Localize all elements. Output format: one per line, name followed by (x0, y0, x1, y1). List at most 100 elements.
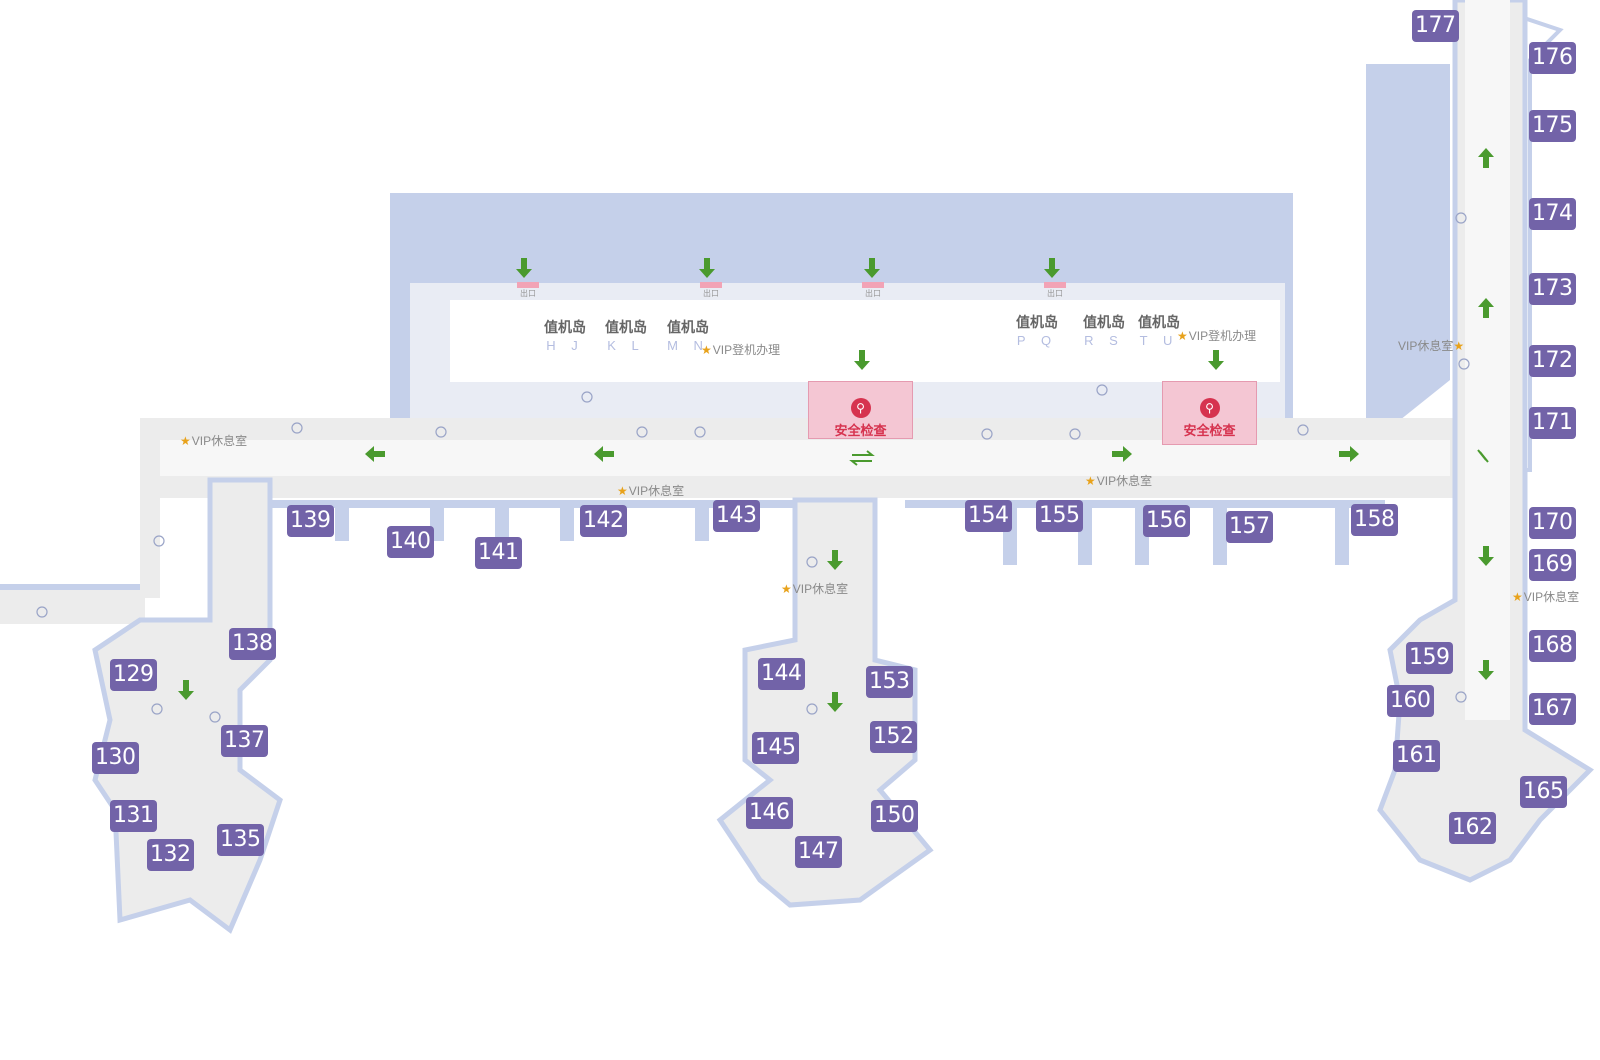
gate-150[interactable]: 150 (871, 800, 918, 832)
security-icon: ⚲ (1199, 398, 1220, 418)
gate-146[interactable]: 146 (746, 797, 793, 829)
vip-lounge-text: VIP休息室 (1398, 339, 1454, 353)
security-icon: ⚲ (850, 398, 871, 418)
gate-139[interactable]: 139 (287, 505, 334, 537)
star-icon: ★ (1177, 329, 1188, 343)
exit-markers (517, 282, 1066, 288)
gate-160[interactable]: 160 (1387, 685, 1434, 717)
gate-145[interactable]: 145 (752, 732, 799, 764)
gate-172[interactable]: 172 (1529, 345, 1576, 377)
star-icon: ★ (180, 434, 191, 448)
gate-131[interactable]: 131 (110, 800, 157, 832)
gate-156[interactable]: 156 (1143, 505, 1190, 537)
gate-161[interactable]: 161 (1393, 740, 1440, 772)
vip-checkin-text: VIP登机办理 (1188, 329, 1257, 343)
checkin-island-title: 值机岛 (1016, 314, 1058, 330)
left-stem (140, 418, 160, 598)
gate-176[interactable]: 176 (1529, 42, 1576, 74)
gate-143[interactable]: 143 (713, 500, 760, 532)
gate-142[interactable]: 142 (580, 505, 627, 537)
exit-label: 出口 (1047, 289, 1063, 298)
gate-165[interactable]: 165 (1520, 776, 1567, 808)
checkin-island-title: 值机岛 (667, 319, 709, 335)
checkin-island-codes: T U (1139, 333, 1179, 348)
gate-138[interactable]: 138 (229, 628, 276, 660)
checkin-island-hj: 值机岛 H J (537, 317, 593, 353)
vip-lounge-text: VIP休息室 (1096, 474, 1153, 488)
gate-137[interactable]: 137 (221, 725, 268, 757)
gate-170[interactable]: 170 (1529, 507, 1576, 539)
gate-162[interactable]: 162 (1449, 812, 1496, 844)
gate-175[interactable]: 175 (1529, 110, 1576, 142)
corridor-edge-right (905, 500, 1385, 508)
checkin-island-pq: 值机岛 P Q (1009, 312, 1065, 348)
exit-label: 出口 (865, 289, 881, 298)
bidirectional-arrow-icon (849, 449, 1489, 466)
checkin-island-codes: P Q (1016, 333, 1058, 348)
gate-147[interactable]: 147 (795, 836, 842, 868)
security-checkpoint-2[interactable]: ⚲ 安全检查 (1162, 381, 1257, 445)
vip-checkin-text: VIP登机办理 (712, 343, 781, 357)
checkin-hall-inner (450, 300, 1280, 382)
gate-153[interactable]: 153 (866, 666, 913, 698)
checkin-island-codes: K L (607, 338, 645, 353)
gate-140[interactable]: 140 (387, 526, 434, 558)
security-label: 安全检查 (1183, 423, 1236, 438)
gate-168[interactable]: 168 (1529, 630, 1576, 662)
gate-169[interactable]: 169 (1529, 549, 1576, 581)
vip-lounge-label: ★VIP休息室 (1512, 588, 1579, 605)
info-markers (36, 212, 1470, 723)
star-icon: ★ (1512, 590, 1523, 604)
checkin-island-tu: 值机岛 T U (1131, 312, 1187, 348)
gate-135[interactable]: 135 (217, 824, 264, 856)
checkin-island-codes: M N (667, 338, 709, 353)
corridor-edge-left (225, 500, 795, 508)
gate-171[interactable]: 171 (1529, 407, 1576, 439)
left-connector (0, 588, 145, 624)
checkin-island-title: 值机岛 (544, 319, 586, 335)
gate-173[interactable]: 173 (1529, 273, 1576, 305)
security-checkpoint-1[interactable]: ⚲ 安全检查 (808, 381, 913, 439)
gate-155[interactable]: 155 (1036, 500, 1083, 532)
vip-checkin-label: ★VIP登机办理 (1177, 327, 1256, 344)
vip-lounge-text: VIP休息室 (191, 434, 248, 448)
gate-152[interactable]: 152 (870, 721, 917, 753)
right-pier-walk (1465, 0, 1510, 720)
main-corridor-walk (160, 440, 1450, 476)
gate-144[interactable]: 144 (758, 658, 805, 690)
vip-lounge-label: VIP休息室★ (1398, 337, 1465, 354)
checkin-island-title: 值机岛 (1138, 314, 1180, 330)
star-icon: ★ (1085, 474, 1096, 488)
gate-157[interactable]: 157 (1226, 511, 1273, 543)
direction-arrows (178, 148, 1494, 712)
vip-lounge-label: ★VIP休息室 (617, 482, 684, 499)
gate-159[interactable]: 159 (1406, 642, 1453, 674)
vip-lounge-label: ★VIP休息室 (180, 432, 247, 449)
gate-129[interactable]: 129 (110, 659, 157, 691)
checkin-island-title: 值机岛 (1083, 314, 1125, 330)
checkin-island-rs: 值机岛 R S (1076, 312, 1132, 348)
vip-checkin-label: ★VIP登机办理 (701, 341, 780, 358)
checkin-island-mn: 值机岛 M N (660, 317, 716, 353)
checkin-island-codes: R S (1084, 333, 1124, 348)
right-pier-outer (1366, 64, 1450, 420)
gate-177[interactable]: 177 (1412, 10, 1459, 42)
checkin-island-title: 值机岛 (605, 319, 647, 335)
exit-label: 出口 (520, 289, 536, 298)
left-connector-edge (0, 584, 145, 590)
gate-167[interactable]: 167 (1529, 693, 1576, 725)
gate-141[interactable]: 141 (475, 537, 522, 569)
checkin-island-kl: 值机岛 K L (598, 317, 654, 353)
vip-lounge-text: VIP休息室 (628, 484, 685, 498)
security-label: 安全检查 (834, 423, 887, 438)
checkin-island-codes: H J (546, 338, 584, 353)
gate-130[interactable]: 130 (92, 742, 139, 774)
gate-174[interactable]: 174 (1529, 198, 1576, 230)
gate-154[interactable]: 154 (965, 500, 1012, 532)
exit-label: 出口 (703, 289, 719, 298)
gate-132[interactable]: 132 (147, 839, 194, 871)
star-icon: ★ (701, 343, 712, 357)
gate-stubs (335, 505, 1349, 565)
star-icon: ★ (1453, 339, 1465, 353)
gate-158[interactable]: 158 (1351, 504, 1398, 536)
